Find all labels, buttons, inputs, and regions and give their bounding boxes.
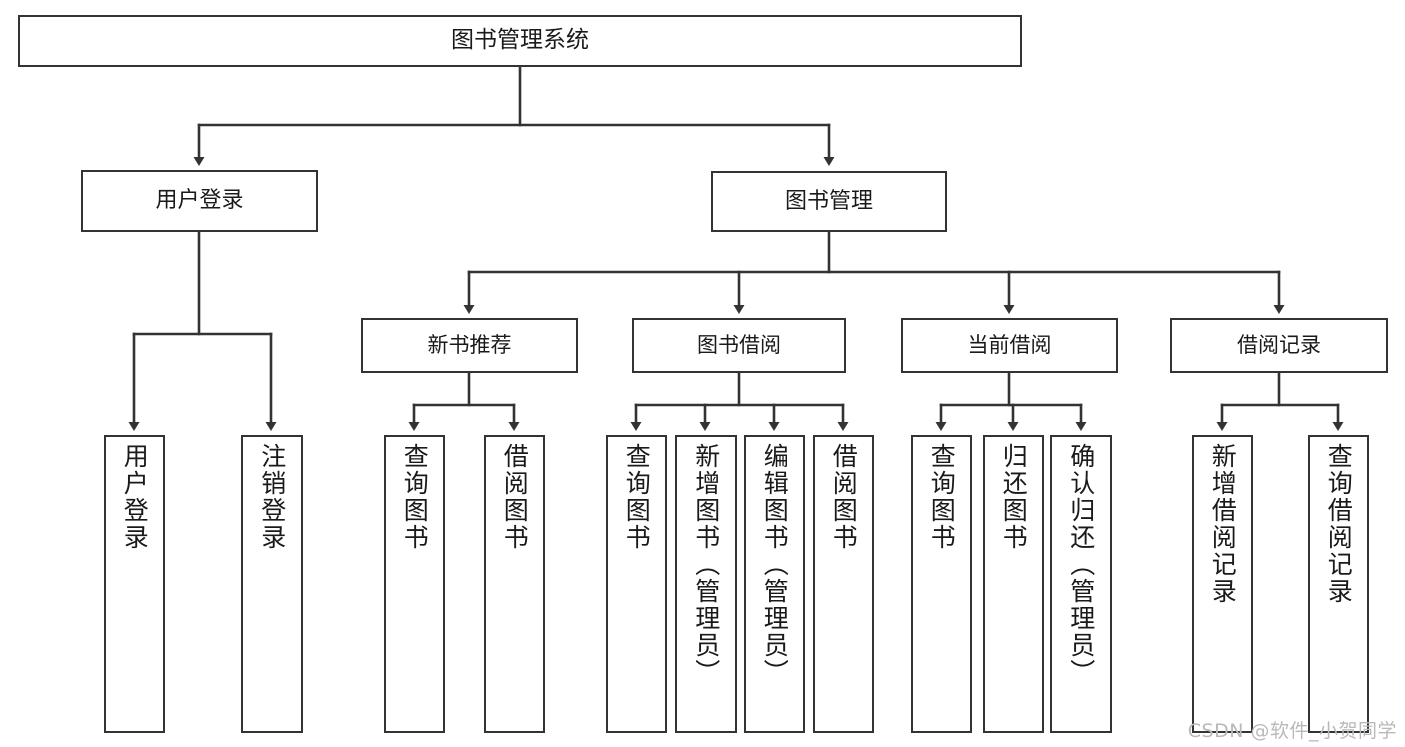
node-label: 借阅记录: [1237, 333, 1321, 358]
node-book-management[interactable]: 图书管理: [711, 171, 947, 232]
node-leaf-borrow-book-new[interactable]: 借阅图书: [484, 435, 545, 733]
node-label: 借阅图书: [500, 443, 530, 551]
node-user-login[interactable]: 用户登录: [81, 170, 318, 232]
node-label: 图书管理系统: [451, 27, 589, 54]
node-label: 用户登录: [155, 188, 244, 214]
node-book-borrow[interactable]: 图书借阅: [632, 318, 846, 373]
node-leaf-add-borrow-record[interactable]: 新增借阅记录: [1192, 435, 1253, 733]
node-new-book-recommend[interactable]: 新书推荐: [361, 318, 578, 373]
node-label: 用户登录: [120, 443, 150, 551]
node-label: 新增图书（管理员）: [691, 443, 721, 686]
node-label: 新书推荐: [427, 333, 512, 358]
node-current-borrow[interactable]: 当前借阅: [901, 318, 1118, 373]
node-root-system[interactable]: 图书管理系统: [18, 15, 1022, 67]
node-leaf-query-book-current[interactable]: 查询图书: [911, 435, 972, 733]
node-leaf-query-borrow-record[interactable]: 查询借阅记录: [1308, 435, 1369, 733]
node-leaf-add-book-admin[interactable]: 新增图书（管理员）: [675, 435, 737, 733]
node-label: 图书管理: [784, 188, 873, 214]
node-label: 查询图书: [927, 443, 957, 551]
node-leaf-query-book-new[interactable]: 查询图书: [384, 435, 445, 733]
watermark-text: CSDN @软件_小贺同学: [1187, 720, 1397, 742]
node-label: 借阅图书: [829, 443, 859, 551]
node-label: 图书借阅: [697, 333, 781, 358]
node-label: 当前借阅: [967, 333, 1052, 358]
node-label: 查询图书: [622, 443, 652, 551]
node-leaf-user-login[interactable]: 用户登录: [104, 435, 165, 733]
node-label: 查询图书: [400, 443, 430, 551]
node-label: 新增借阅记录: [1208, 443, 1238, 605]
node-leaf-logout[interactable]: 注销登录: [241, 435, 303, 733]
node-leaf-edit-book-admin[interactable]: 编辑图书（管理员）: [744, 435, 805, 733]
node-label: 确认归还（管理员）: [1066, 443, 1096, 686]
node-leaf-query-book[interactable]: 查询图书: [606, 435, 667, 733]
node-leaf-return-book[interactable]: 归还图书: [983, 435, 1044, 733]
node-borrow-record[interactable]: 借阅记录: [1170, 318, 1388, 373]
node-leaf-confirm-return-admin[interactable]: 确认归还（管理员）: [1050, 435, 1112, 733]
node-label: 归还图书: [999, 443, 1029, 551]
node-leaf-borrow-book[interactable]: 借阅图书: [813, 435, 874, 733]
node-label: 编辑图书（管理员）: [760, 443, 790, 686]
node-label: 查询借阅记录: [1324, 443, 1354, 605]
node-label: 注销登录: [257, 443, 287, 551]
